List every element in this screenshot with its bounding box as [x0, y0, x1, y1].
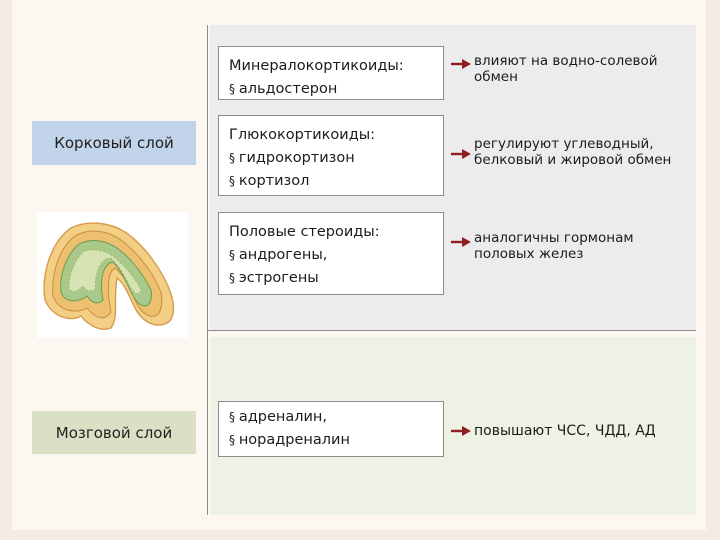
effect-text: повышают ЧСС, ЧДД, АД: [474, 423, 656, 439]
mineralocorticoids-box: Минералокортикоиды: альдостерон: [218, 46, 444, 100]
hormone-item: альдостерон: [229, 78, 437, 101]
right-arrow-icon: [451, 149, 471, 159]
page-edge-right: [706, 0, 720, 540]
divider-vertical: [207, 25, 208, 515]
hormone-item: кортизол: [229, 170, 437, 193]
hormone-group-title: Минералокортикоиды:: [229, 58, 404, 74]
medulla-layer-label: Мозговой слой: [32, 411, 196, 454]
hormone-item: норадреналин: [229, 429, 437, 452]
hormone-item: гидрокортизон: [229, 147, 437, 170]
effect-text: влияют на водно-солевой обмен: [474, 53, 658, 85]
right-arrow-icon: [451, 426, 471, 436]
sex-steroids-box: Половые стероиды: андрогены, эстрогены: [218, 212, 444, 295]
adrenal-gland-illustration: [43, 222, 175, 330]
page-edge-bottom: [0, 530, 720, 540]
right-arrow-icon: [451, 237, 471, 247]
effect-text: регулируют углеводный, белковый и жирово…: [474, 136, 672, 168]
adrenal-gland-image: [37, 212, 188, 338]
cortex-layer-label: Корковый слой: [32, 121, 196, 165]
right-arrow-icon: [451, 59, 471, 69]
hormone-item: андрогены,: [229, 244, 437, 267]
hormone-group-title: Половые стероиды:: [229, 224, 380, 240]
hormone-item: адреналин,: [229, 406, 437, 429]
divider-horizontal: [207, 330, 696, 331]
page-edge-left: [0, 0, 12, 540]
catecholamines-box: адреналин, норадреналин: [218, 401, 444, 457]
hormone-group-title: Глюкокортикоиды:: [229, 127, 376, 143]
hormone-item: эстрогены: [229, 267, 437, 290]
effect-text: аналогичны гормонам половых желез: [474, 230, 634, 262]
glucocorticoids-box: Глюкокортикоиды: гидрокортизон кортизол: [218, 115, 444, 196]
